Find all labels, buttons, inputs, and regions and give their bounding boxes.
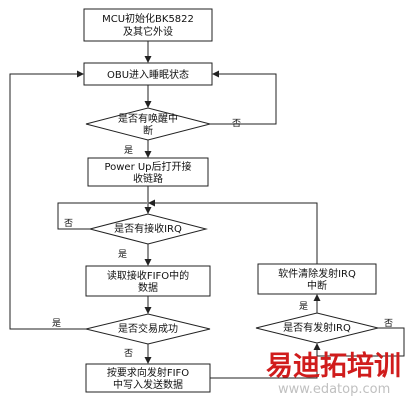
- success-yes-label: 是: [52, 318, 61, 329]
- edge-clear-to-junction: [148, 199, 318, 264]
- clear-irq-line1: 软件清除发射IRQ: [278, 267, 356, 280]
- init-label-line1: MCU初始化BK5822: [102, 12, 194, 25]
- wake-no-label: 否: [232, 118, 241, 129]
- wake-decision-line2: 断: [143, 124, 153, 137]
- edge-txirq-no-loop: [317, 327, 405, 357]
- read-fifo-line1: 读取接收FIFO中的: [107, 269, 189, 282]
- wake-yes-label: 是: [124, 145, 133, 156]
- powerup-label-line2: 收链路: [133, 172, 163, 185]
- txirq-yes-label: 是: [299, 301, 308, 312]
- read-fifo-line2: 数据: [138, 281, 158, 294]
- write-fifo-line1: 按要求向发射FIFO: [107, 366, 189, 379]
- recv-yes-label: 是: [118, 249, 127, 260]
- success-no-label: 否: [124, 348, 133, 359]
- powerup-label-line1: Power Up后打开接: [104, 160, 191, 173]
- sleep-label: OBU进入睡眠状态: [107, 68, 189, 81]
- recv-irq-label: 是否有接收IRQ: [114, 222, 182, 235]
- init-box: [83, 8, 213, 42]
- read-fifo-box: [85, 265, 211, 297]
- clear-irq-box: [257, 263, 377, 295]
- edge-recv-no-loop: [57, 202, 147, 230]
- edge-write-to-txirq: [210, 343, 321, 379]
- recv-no-label: 否: [64, 218, 73, 229]
- write-fifo-box: [85, 363, 211, 393]
- watermark-brand: 易迪拓培训: [266, 351, 401, 382]
- clear-irq-line2: 中断: [307, 279, 327, 292]
- init-label-line2: 及其它外设: [123, 25, 173, 38]
- watermark-url: www.edatop.com: [278, 382, 390, 397]
- write-fifo-line2: 中写入发送数据: [113, 378, 183, 391]
- tx-success-decision: [85, 313, 211, 345]
- recv-irq-decision: [88, 213, 208, 245]
- wake-decision-line1: 是否有唤醒中: [118, 112, 178, 125]
- edge-success-yes-loop: [9, 70, 86, 330]
- txirq-no-label: 否: [384, 318, 393, 329]
- tx-success-label: 是否交易成功: [118, 322, 178, 335]
- powerup-box: [87, 157, 209, 187]
- tx-irq-label: 是否有发射IRQ: [283, 321, 351, 334]
- edge-wake-no-loop: [210, 70, 277, 125]
